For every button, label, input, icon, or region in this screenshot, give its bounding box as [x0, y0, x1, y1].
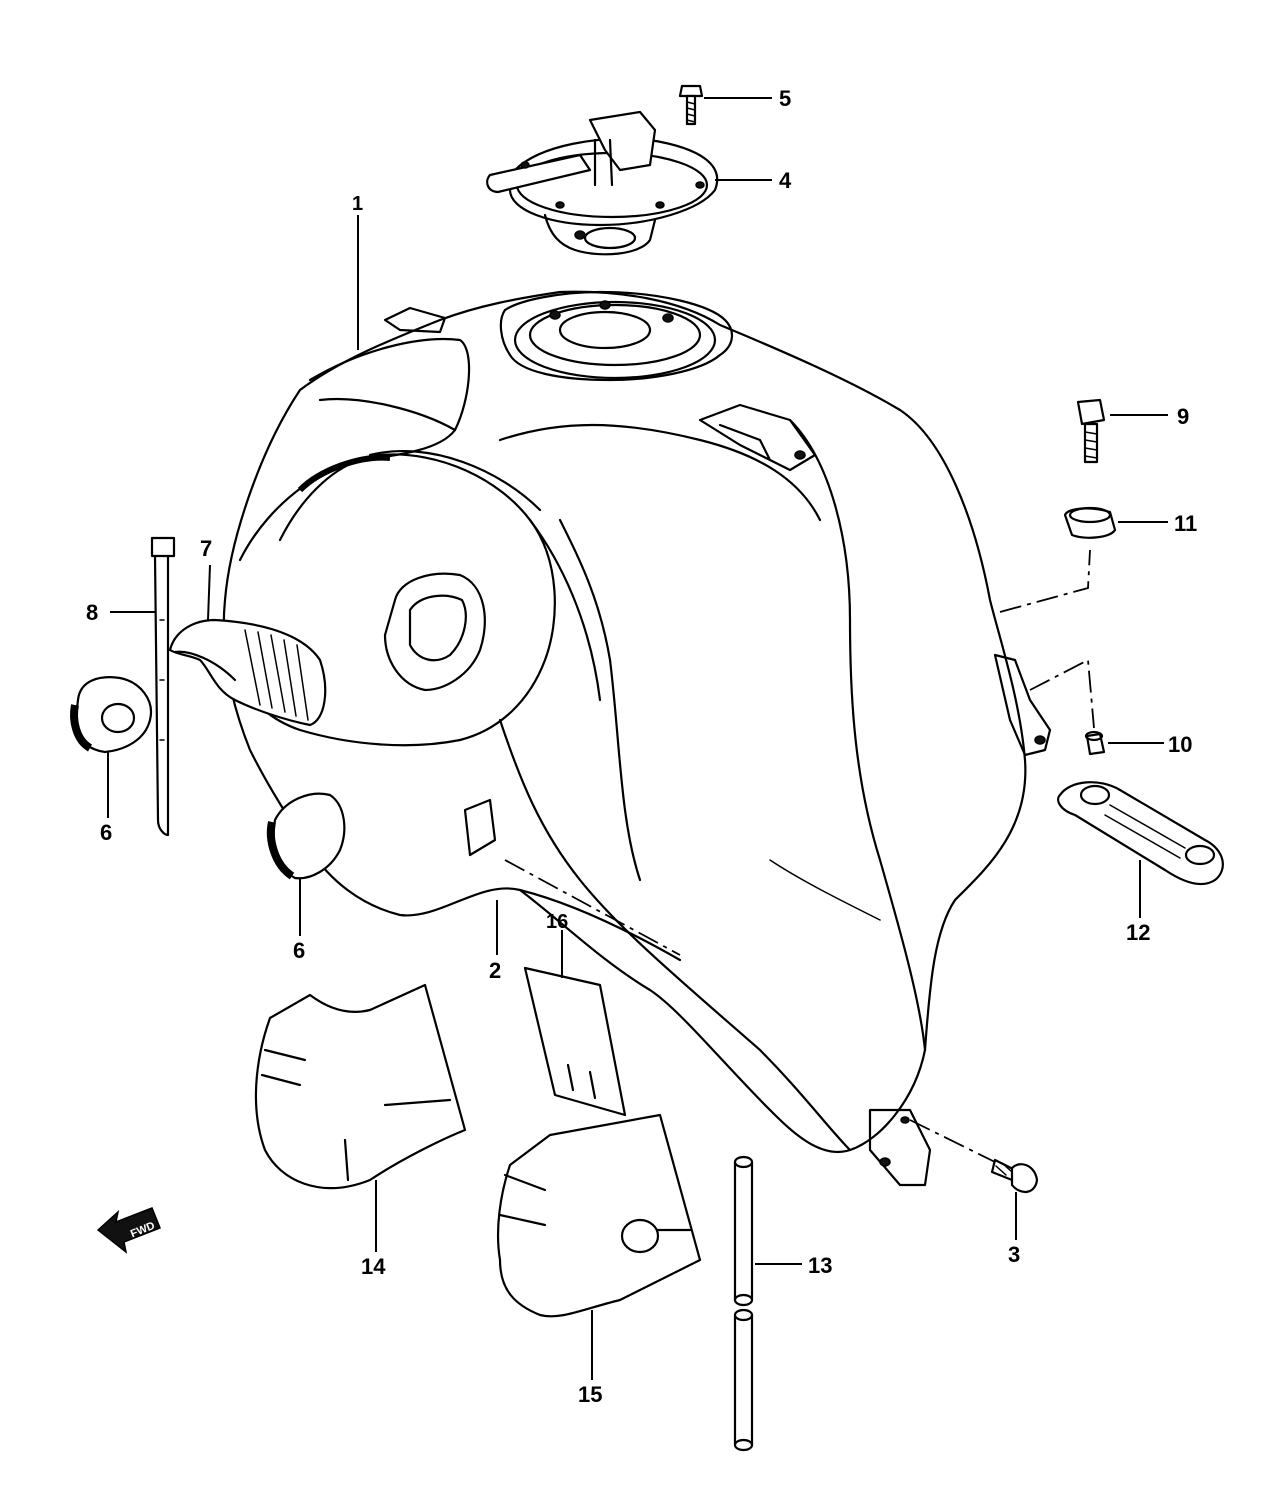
fuel-tank-body — [222, 290, 1052, 1187]
callout-7: 7 — [200, 536, 212, 561]
pad-16 — [523, 966, 627, 1117]
callout-9: 9 — [1177, 404, 1189, 429]
band-8 — [150, 536, 176, 837]
collar-10 — [1084, 730, 1106, 756]
callout-5: 5 — [779, 86, 791, 111]
callout-8: 8 — [86, 600, 98, 625]
heat-protector-14 — [254, 983, 467, 1190]
callout-1: 1 — [352, 193, 363, 215]
hose-protector-7 — [168, 618, 327, 727]
callout-11: 11 — [1174, 511, 1197, 536]
callout-13: 13 — [808, 1253, 832, 1278]
fuel-cap-assembly — [486, 110, 719, 256]
heat-protector-15 — [496, 1113, 702, 1318]
assembly-lines — [504, 549, 1095, 1163]
callout-4: 4 — [779, 168, 792, 193]
callout-14: 14 — [361, 1254, 386, 1279]
callout-6a: 6 — [100, 820, 112, 845]
bolt-9 — [1076, 398, 1106, 464]
callout-3: 3 — [1008, 1242, 1020, 1267]
cushion-6b — [266, 792, 346, 880]
callout-16: 16 — [546, 911, 568, 933]
callout-labels: 1 2 3 4 5 6 6 7 8 9 10 11 12 13 14 15 16 — [86, 86, 1197, 1407]
screw-5 — [678, 84, 704, 126]
hose-13 — [733, 1155, 754, 1452]
callout-2: 2 — [489, 958, 501, 983]
callout-15: 15 — [578, 1382, 602, 1407]
forward-arrow-icon: FWD — [96, 1207, 161, 1254]
leader-lines — [107, 97, 1168, 1380]
callout-6b: 6 — [293, 938, 305, 963]
bolt-3 — [990, 1158, 1039, 1193]
bracket-plate-12 — [1057, 781, 1224, 886]
callout-12: 12 — [1126, 920, 1150, 945]
callout-10: 10 — [1168, 732, 1192, 757]
grommet-11 — [1063, 506, 1117, 539]
cushion-6a — [70, 676, 153, 754]
